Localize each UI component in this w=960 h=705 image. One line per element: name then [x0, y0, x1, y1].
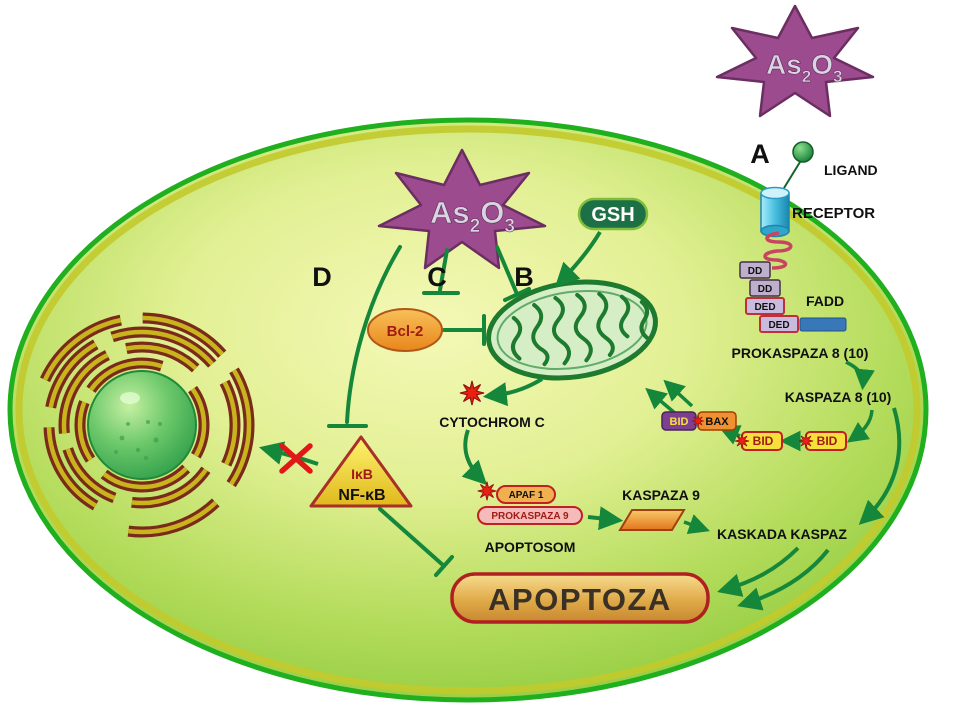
as2o3-label-inner: As2O3	[430, 195, 515, 237]
apoptosom-label: APOPTOSOM	[485, 539, 576, 555]
kaskada-kaspaz-label: KASKADA KASPAZ	[717, 526, 847, 542]
bid-burst-icon-right	[798, 433, 814, 449]
dd-box-1	[739, 261, 771, 279]
inhibit-bar-nfkb-apoptoza	[434, 555, 454, 577]
receptor-cylinder-top	[760, 186, 790, 200]
blocked-x-icon	[279, 443, 313, 474]
arrow-gsh-to-mitochondrion	[554, 230, 602, 288]
ded-box-1	[745, 297, 785, 315]
pathway-letter-a: A	[750, 139, 770, 169]
truncated-bid-right: BID	[798, 431, 847, 451]
receptor-cylinder-bottom	[760, 224, 790, 238]
apoptoza-label: APOPTOZA	[488, 582, 672, 617]
nucleus	[87, 370, 197, 480]
nucleus-highlight	[120, 392, 140, 404]
apoptosome-complex: APAF 1 PROKASPAZA 9 APOPTOSOM	[477, 481, 583, 555]
inhibition-lines	[327, 245, 531, 577]
receptor-complex: DD DD DED DED FADD	[739, 141, 847, 333]
arrow-kaskada-to-apoptoza-1	[717, 546, 800, 597]
receptor-coil	[763, 231, 793, 270]
inhibit-bar-b	[503, 287, 531, 302]
ligand-label: LIGAND	[824, 162, 878, 178]
bcl2-label: Bcl-2	[387, 323, 424, 340]
ikb-label: IκB	[351, 466, 373, 482]
bax-label: BAX	[705, 416, 729, 428]
bcl2-node: Bcl-2	[367, 308, 443, 352]
kaspaza9-parallelogram	[618, 509, 686, 531]
arrow-bax-to-mitochondrion-1	[663, 379, 694, 408]
inhibit-line-b	[495, 245, 519, 296]
arrow-kaspaza8-to-bid	[846, 409, 874, 443]
arrow-cytochrome-to-apoptosome	[461, 429, 488, 486]
bid-label-1: BID	[670, 416, 689, 428]
prokaspaza8-label: PROKASPAZA 8 (10)	[732, 345, 869, 361]
pathway-letter-c: C	[427, 262, 447, 292]
ded-box-2	[759, 315, 799, 333]
nucleus-endoplasmic-reticulum	[29, 312, 255, 538]
mitochondrion	[486, 279, 658, 381]
receptor-cylinder	[760, 192, 790, 232]
dd-label-2: DD	[758, 284, 772, 295]
cytochrome-c-icon	[459, 380, 485, 406]
nucleus-speckles	[114, 420, 162, 461]
nfkb-label: NF-κB	[338, 487, 385, 504]
arrow-bax-to-mitochondrion-2	[645, 387, 678, 416]
fadd-label: FADD	[806, 293, 844, 309]
kaspaza9-label: KASPAZA 9	[622, 487, 700, 503]
bid-label-2: BID	[753, 434, 774, 448]
nfkb-triangle: IκB NF-κB	[309, 435, 413, 508]
kaspaza8-label: KASPAZA 8 (10)	[785, 389, 892, 405]
arrow-fadd-to-kaspaza8	[845, 360, 875, 391]
ligand-icon	[792, 141, 814, 163]
ded-label-1: DED	[754, 302, 775, 313]
arrow-mitochondrion-to-cytochrome	[482, 377, 544, 407]
ded-label-2: DED	[768, 320, 789, 331]
apoptoza-node: APOPTOZA	[450, 572, 710, 624]
arrow-kaskada-to-apoptoza-2	[737, 548, 830, 611]
as2o3-star-extracellular: As2O3	[715, 4, 875, 118]
ligand-stalk	[783, 161, 801, 189]
arrow-apoptosome-to-kaspaza9	[587, 506, 624, 531]
receptor-label: RECEPTOR	[792, 205, 875, 222]
dd-box-2	[749, 279, 781, 297]
bid-burst-icon-left	[734, 433, 750, 449]
cytochrom-c-label: CYTOCHROM C	[439, 414, 545, 430]
apaf1-label: APAF 1	[509, 490, 544, 501]
cell-membrane	[7, 117, 929, 703]
arrow-kaspaza9-to-kaskada	[683, 514, 710, 535]
mitochondrion-cristae	[510, 291, 650, 367]
gsh-badge: GSH	[577, 197, 649, 231]
as2o3-star-intracellular: As2O3	[377, 148, 547, 270]
arrow-kaspaza8-to-kaskada	[858, 407, 902, 525]
prokaspaza9-label: PROKASPAZA 9	[491, 511, 569, 522]
truncated-bid-left: BID	[734, 431, 783, 451]
inhibit-line-c	[438, 248, 449, 292]
as2o3-label-outer: As2O3	[766, 49, 843, 86]
pathway-arrows	[259, 230, 902, 611]
bid-bax-burst-icon	[691, 414, 705, 428]
fadd-bar	[799, 317, 847, 332]
dd-label-1: DD	[748, 266, 762, 277]
bid-bax-complex: BID BAX	[661, 411, 737, 431]
cell-inner-ring	[15, 125, 921, 695]
apoptosome-burst-icon	[477, 481, 497, 501]
gsh-label: GSH	[591, 204, 634, 226]
inhibit-line-d	[345, 245, 402, 424]
pathway-letter-b: B	[514, 262, 534, 292]
inhibit-line-nfkb-apoptoza	[378, 507, 446, 568]
pathway-letter-d: D	[312, 262, 332, 292]
bid-label-3: BID	[817, 434, 838, 448]
